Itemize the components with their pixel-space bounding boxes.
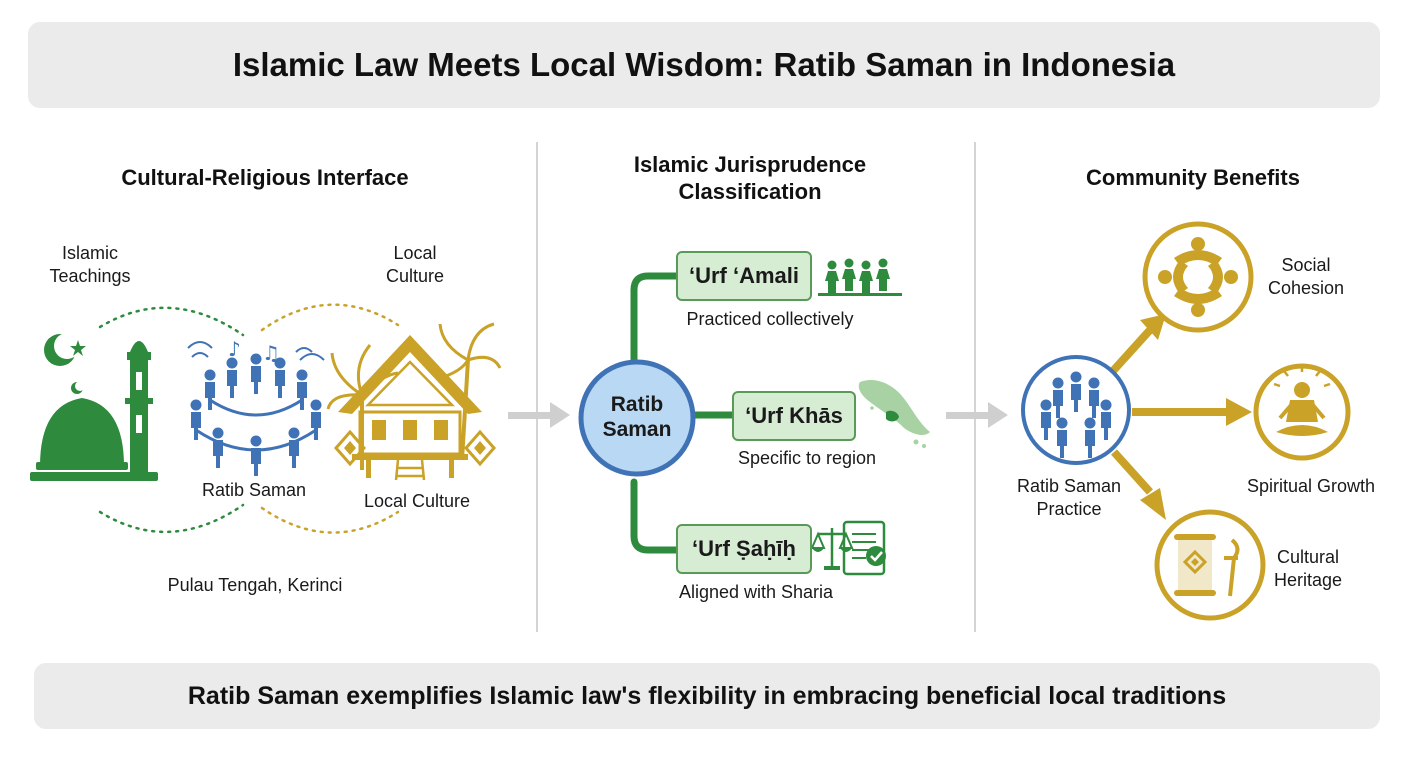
section-heading-benefits: Community Benefits <box>1086 165 1300 190</box>
jurisprudence-heading-line-1: Islamic Jurisprudence <box>633 152 867 177</box>
urf-amali-desc: Practiced collectively <box>686 309 854 329</box>
local-culture-top-label: Local Culture <box>360 242 470 288</box>
scales-document-icon <box>810 520 886 576</box>
islamic-teachings-label: Islamic Teachings <box>30 242 150 288</box>
people-row-icon <box>818 258 902 296</box>
local-culture-bottom-label: Local Culture <box>363 491 471 511</box>
footer-banner: Ratib Saman exemplifies Islamic law's fl… <box>34 663 1380 729</box>
divider-right <box>974 142 976 632</box>
flow-arrow-right <box>946 402 1008 428</box>
interface-dotted-arcs <box>98 303 400 534</box>
svg-text:♫: ♫ <box>262 341 280 365</box>
sumatra-map-icon <box>858 379 930 448</box>
practice-label-line-2: Practice <box>1036 499 1102 519</box>
urf-khas-box: ‘Urf Khās <box>732 391 856 441</box>
classification-connectors <box>630 272 738 554</box>
urf-amali-term: ‘Urf ‘Amali <box>688 263 800 288</box>
social-cohesion-label: Social Cohesion <box>1250 254 1362 300</box>
urf-sahih-desc: Aligned with Sharia <box>678 582 834 602</box>
cultural-heritage-icon <box>1154 509 1266 621</box>
divider-left <box>536 142 538 632</box>
dancers-circle-icon: ♪ ♫ <box>187 337 325 476</box>
meditation-icon <box>1253 363 1351 461</box>
page-title: Islamic Law Meets Local Wisdom: Ratib Sa… <box>232 46 1176 83</box>
location-label: Pulau Tengah, Kerinci <box>167 575 343 595</box>
mosque-icon <box>30 333 158 481</box>
ratib-saman-practice-icon <box>1021 355 1131 465</box>
ratib-saman-label: Ratib Saman <box>201 480 307 500</box>
islamic-label-line-1: Islamic <box>61 243 118 263</box>
urf-khas-term: ‘Urf Khās <box>745 403 843 428</box>
social-cohesion-line-1: Social <box>1281 255 1331 275</box>
social-cohesion-icon <box>1142 221 1254 333</box>
ratib-saman-node <box>578 359 696 477</box>
practice-label-line-1: Ratib Saman <box>1016 476 1122 496</box>
cultural-heritage-line-2: Heritage <box>1273 570 1343 590</box>
center-label-line-1: Ratib <box>610 393 664 416</box>
culture-label-line-2: Culture <box>385 266 445 286</box>
cultural-heritage-line-1: Cultural <box>1276 547 1340 567</box>
social-cohesion-line-2: Cohesion <box>1267 278 1345 298</box>
traditional-house-icon <box>326 322 502 481</box>
urf-khas-desc: Specific to region <box>737 448 877 468</box>
ratib-saman-practice-label: Ratib Saman Practice <box>1004 475 1134 521</box>
cultural-heritage-label: Cultural Heritage <box>1258 546 1358 592</box>
section-heading-jurisprudence: Islamic Jurisprudence Classification <box>590 151 910 205</box>
benefit-arrows <box>1109 314 1252 520</box>
ratib-saman-center-label: Ratib Saman <box>587 392 687 442</box>
footer-statement: Ratib Saman exemplifies Islamic law's fl… <box>187 681 1227 710</box>
section-heading-interface: Cultural-Religious Interface <box>121 165 409 190</box>
flow-arrow-left <box>508 402 570 428</box>
jurisprudence-heading-line-2: Classification <box>678 179 822 204</box>
urf-amali-box: ‘Urf ‘Amali <box>676 251 812 301</box>
center-label-line-2: Saman <box>602 418 672 441</box>
islamic-label-line-2: Teachings <box>49 266 131 286</box>
culture-label-line-1: Local <box>393 243 437 263</box>
urf-sahih-box: ‘Urf Ṣaḥīḥ <box>676 524 812 574</box>
title-banner: Islamic Law Meets Local Wisdom: Ratib Sa… <box>28 22 1380 108</box>
svg-text:♪: ♪ <box>228 337 241 361</box>
spiritual-growth-label: Spiritual Growth <box>1246 476 1376 496</box>
urf-sahih-term: ‘Urf Ṣaḥīḥ <box>692 536 796 561</box>
